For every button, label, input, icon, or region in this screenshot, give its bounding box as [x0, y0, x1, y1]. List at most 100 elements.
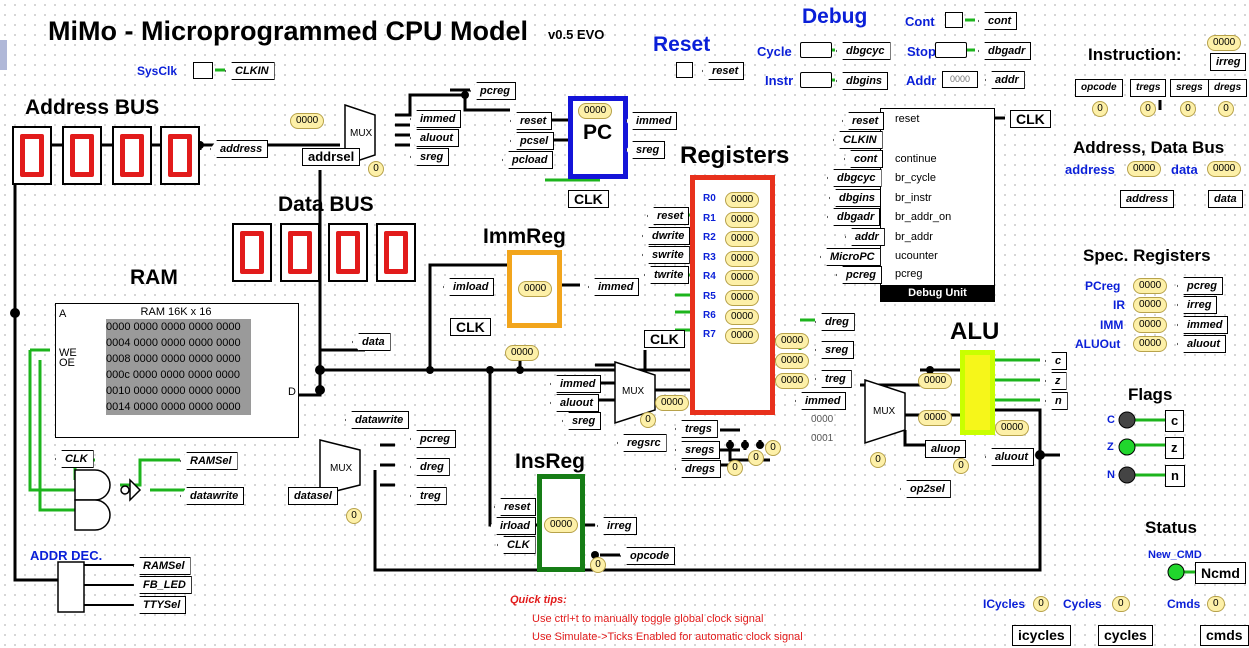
debug-in-pcreg: pcreg: [836, 266, 882, 284]
pc-register[interactable]: PC 0000: [568, 96, 628, 179]
side-handle[interactable]: [0, 40, 7, 70]
addr-mux-value: 0000: [290, 113, 325, 129]
reg-value-r7: 0000: [725, 328, 760, 344]
dregs-display-tag: dregs: [1208, 79, 1248, 97]
datamux-dreg-tag: dreg: [410, 458, 450, 476]
spec-tag-aluout: aluout: [1177, 335, 1226, 353]
cont-tag: cont: [978, 12, 1018, 30]
instr-toggle[interactable]: [800, 72, 832, 88]
ram-row: 0008 0000 0000 0000 0000: [106, 353, 241, 365]
insreg-title: InsReg: [515, 450, 586, 473]
cycle-label: Cycle: [757, 44, 792, 59]
ram-row: 0014 0000 0000 0000 0000: [106, 401, 241, 413]
data-digit-1: [280, 223, 320, 282]
spec-value-aluout: 0000: [1133, 336, 1168, 352]
ram-contents: 0000 0000 0000 0000 0000 0004 0000 0000 …: [106, 319, 251, 415]
op2-immed-tag: immed: [795, 392, 847, 410]
ram-block[interactable]: RAM 16K x 16 A WE OE D 0000 0000 0000 00…: [55, 303, 299, 438]
cont-button[interactable]: [945, 12, 963, 28]
stop-toggle[interactable]: [935, 42, 967, 58]
aluop-control[interactable]: aluop: [925, 440, 967, 458]
sysclk-label: SysClk: [137, 64, 178, 78]
regsel-value-2: 0: [748, 450, 764, 466]
regsrc-sel-value: 0: [640, 412, 656, 428]
ram-pin-a: A: [59, 308, 67, 320]
dregs-display-value: 0: [1218, 101, 1234, 117]
spec-label-ir: IR: [1113, 298, 1125, 312]
twrite-tag: twrite: [644, 266, 690, 284]
icycles-tag: icycles: [1012, 625, 1071, 646]
regsrc-tag: regsrc: [617, 434, 667, 452]
aluop-value: 0: [953, 458, 969, 474]
reset-button[interactable]: [676, 62, 693, 78]
address-right-tag: address: [1120, 190, 1175, 208]
pc-immed-tag: immed: [626, 112, 678, 130]
address-digit-0: [12, 126, 52, 185]
spec-label-pcreg: PCreg: [1085, 279, 1121, 293]
ram-row: 0000 0000 0000 0000 0000: [106, 321, 241, 333]
debug-in-addr: addr: [845, 228, 885, 246]
reg-name-r1: R1: [703, 213, 716, 224]
spec-tag-irreg: irreg: [1177, 296, 1218, 314]
ins-register[interactable]: 0000: [537, 474, 585, 572]
tregs-display-value: 0: [1140, 101, 1156, 117]
ncmd-tag: Ncmd: [1195, 562, 1246, 584]
dregs-tag: dregs: [675, 460, 721, 478]
datasel-control[interactable]: datasel: [288, 487, 338, 505]
ram-caption: RAM 16K x 16: [140, 306, 212, 318]
imload-tag: imload: [443, 278, 495, 296]
tip-line-1: Use ctrl+t to manually toggle global clo…: [532, 613, 764, 625]
flag-tag-z: z: [1165, 437, 1184, 459]
treg-tag: treg: [815, 370, 852, 388]
addr-data-bus-title: Address, Data Bus: [1073, 138, 1225, 157]
alu-block[interactable]: [960, 350, 995, 435]
immreg-clk-tag: CLK: [450, 318, 491, 336]
ramsel-out-tag: RAMSel: [133, 557, 191, 575]
cmds-label: Cmds: [1167, 597, 1201, 611]
ramsel-tag: RAMSel: [180, 452, 238, 470]
dwrite-tag: dwrite: [642, 227, 691, 245]
aluout-tag: aluout: [985, 448, 1034, 466]
address-tag: address: [210, 140, 269, 158]
cycles-tag: cycles: [1098, 625, 1153, 646]
datawrite-ctl-tag: datawrite: [345, 411, 410, 429]
register-file[interactable]: R0 R1 R2 R3 R4 R5 R6 R7 0000 0000 0000 0…: [690, 175, 775, 415]
datasel-mux-label: MUX: [330, 463, 353, 474]
dbgcyc-tag: dbgcyc: [836, 42, 891, 60]
op2-mux-label: MUX: [873, 406, 896, 417]
spec-value-pcreg: 0000: [1133, 278, 1168, 294]
debug-port: pcreg: [895, 268, 923, 280]
alu-c-tag: c: [1045, 352, 1068, 370]
opcode-display-tag: opcode: [1075, 79, 1123, 97]
data-right-label: data: [1171, 162, 1198, 177]
dbgins-tag: dbgins: [836, 72, 889, 90]
regsel-value-3: 0: [765, 440, 781, 456]
reg-name-r0: R0: [703, 193, 716, 204]
addr-mux-sreg-tag: sreg: [410, 148, 450, 166]
debug-in-cont: cont: [844, 150, 884, 168]
alu-n-tag: n: [1045, 392, 1068, 410]
regsrc-mux-label: MUX: [622, 386, 645, 397]
clock-source-icon[interactable]: [193, 62, 213, 79]
immreg-title: ImmReg: [483, 225, 566, 248]
addr-input[interactable]: 0000: [942, 71, 978, 88]
reset-title: Reset: [653, 33, 711, 56]
imm-register[interactable]: 0000: [507, 250, 562, 328]
reg-name-r5: R5: [703, 291, 716, 302]
debug-in-dbgins: dbgins: [829, 189, 882, 207]
status-title: Status: [1145, 518, 1197, 537]
addr-mux-label: MUX: [350, 128, 373, 139]
irload-tag: irload: [490, 517, 536, 535]
addrsel-control[interactable]: addrsel: [302, 148, 361, 166]
debug-unit[interactable]: reset continue br_cycle br_instr br_addr…: [880, 108, 995, 302]
instr-label: Instr: [765, 73, 794, 88]
sregs-display-value: 0: [1180, 101, 1196, 117]
cycle-toggle[interactable]: [800, 42, 832, 58]
swrite-tag: swrite: [642, 246, 690, 264]
alu-op1-value: 0000: [918, 373, 953, 389]
tregs-tag: tregs: [675, 420, 718, 438]
debug-in-dbgcyc: dbgcyc: [827, 169, 882, 187]
spec-label-imm: IMM: [1100, 318, 1124, 332]
dreg-tag: dreg: [815, 313, 855, 331]
reg-name-r3: R3: [703, 252, 716, 263]
